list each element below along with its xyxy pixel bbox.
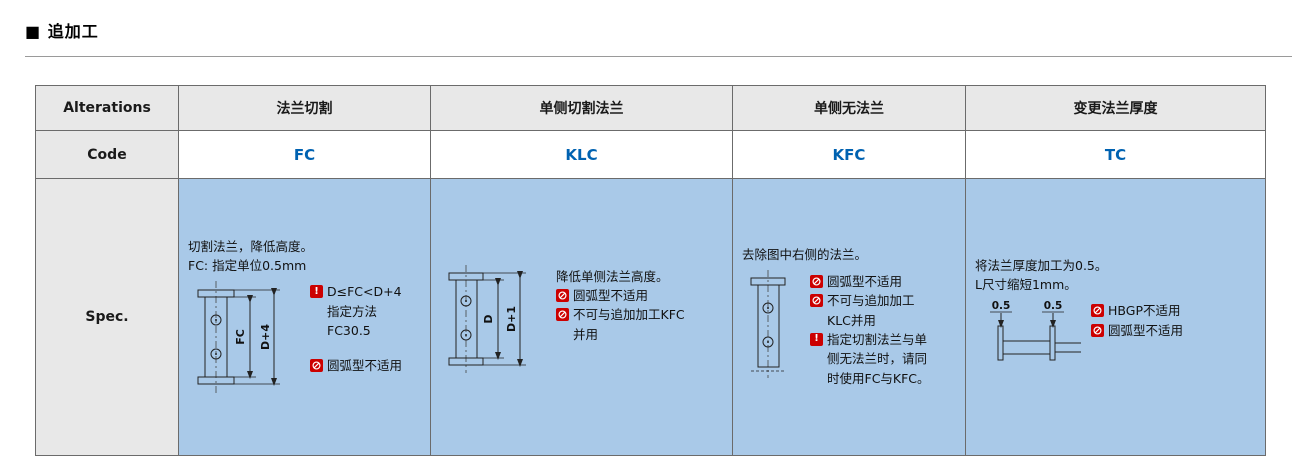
not-applicable-icon [810,294,823,308]
klc-dim-outer-label: D+1 [505,305,518,331]
section-title: ■ 追加工 [25,22,99,41]
kfc-na-text-1: 圆弧型不适用 [827,273,903,289]
klc-spec-line-1: 降低单侧法兰高度。 [556,268,669,284]
tc-na-text-1: HBGP不适用 [1108,303,1181,319]
tc-spec-line-1: 将法兰厚度加工为0.5。 [975,257,1108,273]
kfc-pulley-diagram [750,269,786,378]
tc-na-text-2: 圆弧型不适用 [1108,322,1184,338]
row-header-spec: Spec. [36,179,179,456]
kfc-na-text-2b: KLC并用 [827,312,876,328]
fc-dim-inner-label: FC [234,329,247,345]
klc-pulley-diagram: D D+1 [448,264,526,373]
tc-flange-diagram: 0.5 0.5 [990,300,1081,361]
fc-pulley-diagram: FC D+4 [197,281,280,394]
fc-spec-line-2: FC: 指定单位0.5mm [188,257,307,273]
not-applicable-icon [810,274,823,288]
kfc-caution-text-a: 指定切割法兰与单 [827,331,928,347]
code-klc: KLC [431,131,733,179]
klc-na-text-2a: 不可与追加加工KFC [573,307,685,323]
fc-caution-text-2: 指定方法 [327,303,378,319]
code-kfc: KFC [733,131,966,179]
spec-cell-kfc: 去除图中右侧的法兰。 圆弧型不适用 [733,179,966,456]
fc-dim-outer-label: D+4 [259,324,272,350]
tc-dim-right-label: 0.5 [1044,300,1063,312]
kfc-spec-line-1: 去除图中右侧的法兰。 [742,247,868,262]
fc-na-text: 圆弧型不适用 [327,358,403,374]
caution-icon: ! [810,332,823,346]
kfc-na-text-2a: 不可与追加加工 [827,293,915,309]
spec-cell-fc: 切割法兰，降低高度。 FC: 指定单位0.5mm [179,179,431,456]
tc-spec-line-2: L尺寸缩短1mm。 [975,276,1077,292]
row-header-alterations: Alterations [36,86,179,131]
col-header-kfc: 单侧无法兰 [733,86,966,131]
klc-dim-inner-label: D [482,314,495,323]
fc-spec-line-1: 切割法兰，降低高度。 [188,238,314,254]
klc-na-text-2b: 并用 [573,326,599,342]
alterations-table: Alterations 法兰切割 单侧切割法兰 单侧无法兰 变更法兰厚度 Cod… [35,85,1266,456]
klc-na-text-1: 圆弧型不适用 [573,287,649,303]
code-fc: FC [179,131,431,179]
title-divider [25,56,1292,57]
spec-cell-klc: D D+1 降低单侧法兰高度。 圆弧型不适用 不可与追加加工KFC [431,179,733,456]
code-tc: TC [966,131,1266,179]
fc-caution-text: D≤FC<D+4 [327,284,402,300]
col-header-fc: 法兰切割 [179,86,431,131]
tc-dim-left-label: 0.5 [992,300,1011,312]
fc-caution-text-3: FC30.5 [327,323,371,338]
caution-icon: ! [310,285,323,299]
row-header-code: Code [36,131,179,179]
spec-cell-tc: 将法兰厚度加工为0.5。 L尺寸缩短1mm。 0.5 0.5 [966,179,1266,456]
not-applicable-icon [556,288,569,302]
kfc-caution-text-c: 时使用FC与KFC。 [827,370,930,386]
not-applicable-icon [1091,304,1104,318]
col-header-klc: 单侧切割法兰 [431,86,733,131]
not-applicable-icon [310,359,323,373]
kfc-caution-text-b: 侧无法兰时，请同 [827,351,928,367]
not-applicable-icon [1091,323,1104,337]
col-header-tc: 变更法兰厚度 [966,86,1266,131]
not-applicable-icon [556,308,569,322]
